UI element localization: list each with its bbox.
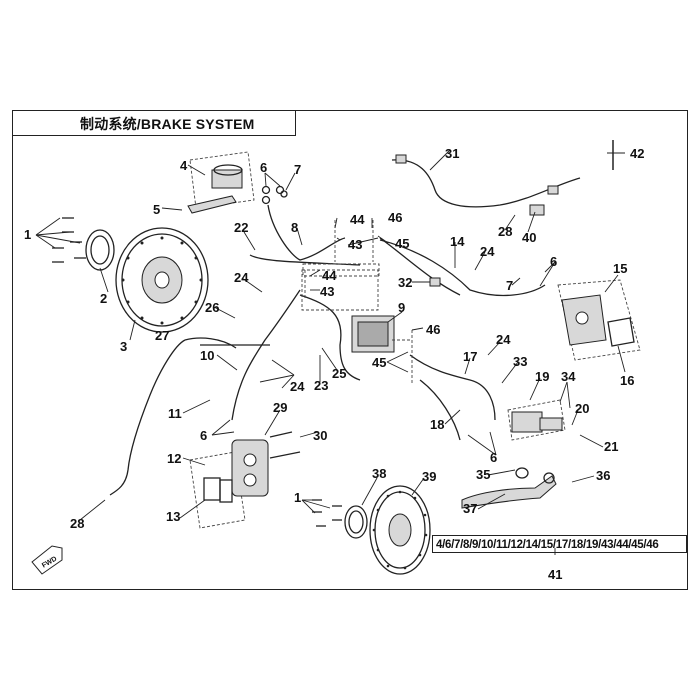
- callout-20: 20: [575, 401, 589, 416]
- banjo-fittings-top: [261, 185, 288, 205]
- callout-33: 33: [513, 354, 527, 369]
- callout-9: 9: [398, 300, 405, 315]
- callout-45b: 45: [372, 355, 386, 370]
- callout-11: 11: [168, 406, 182, 421]
- callout-21: 21: [604, 439, 618, 454]
- callout-39: 39: [422, 469, 436, 484]
- front-brake-disc-left: [115, 227, 209, 333]
- callout-1: 1: [24, 227, 31, 242]
- callout-13: 13: [166, 509, 180, 524]
- callout-40: 40: [522, 230, 536, 245]
- callout-34: 34: [561, 369, 576, 384]
- callout-41: 41: [548, 567, 562, 582]
- callout-28b: 28: [498, 224, 512, 239]
- callout-23: 23: [314, 378, 328, 393]
- callout-8: 8: [291, 220, 298, 235]
- callout-46: 46: [388, 210, 402, 225]
- callout-22: 22: [234, 220, 248, 235]
- front-disc-gasket: [85, 229, 115, 271]
- callout-37: 37: [463, 501, 477, 516]
- callout-4: 4: [180, 158, 188, 173]
- rear-brake-pedal: [461, 467, 557, 509]
- callout-numbers: 1 2 3 4 5 6 7 8 9 10 11 12 13 14 15 16 1…: [24, 146, 644, 582]
- callout-24d: 24: [496, 332, 511, 347]
- callout-32: 32: [398, 275, 412, 290]
- front-disc-bolts: [52, 217, 86, 263]
- callout-31: 31: [445, 146, 459, 161]
- callout-17: 17: [463, 349, 477, 364]
- fwd-arrow: FWD: [31, 545, 63, 575]
- kit-parts-list: 4/6/7/8/9/10/11/12/14/15/17/18/19/43/44/…: [432, 535, 687, 553]
- title-box: [12, 110, 296, 136]
- rear-master-cylinder: [507, 399, 566, 441]
- page-title: 制动系统/BRAKE SYSTEM: [80, 116, 255, 132]
- callout-3: 3: [120, 339, 127, 354]
- front-brake-caliper: [189, 431, 301, 529]
- callout-1b: 1: [294, 490, 301, 505]
- callout-6: 6: [260, 160, 267, 175]
- callout-43b: 43: [320, 284, 334, 299]
- brake-hoses: [199, 159, 581, 441]
- callout-24c: 24: [480, 244, 495, 259]
- callout-36: 36: [596, 468, 610, 483]
- callout-6d: 6: [550, 254, 557, 269]
- rear-brake-caliper: [557, 279, 641, 361]
- callout-42: 42: [630, 146, 644, 161]
- rear-brake-disc: [369, 485, 431, 575]
- callout-30: 30: [313, 428, 327, 443]
- callout-19: 19: [535, 369, 549, 384]
- callout-27: 27: [155, 328, 169, 343]
- callout-26: 26: [205, 300, 219, 315]
- long-brake-hose: [109, 337, 237, 496]
- callout-18: 18: [430, 417, 444, 432]
- callout-10: 10: [200, 348, 214, 363]
- callout-12: 12: [167, 451, 181, 466]
- leader-lines: [35, 149, 626, 555]
- callout-6b: 6: [200, 428, 207, 443]
- callout-44b: 44: [322, 268, 337, 283]
- abs-modulator: [301, 263, 395, 353]
- callout-24: 24: [234, 270, 249, 285]
- callout-46b: 46: [426, 322, 440, 337]
- diagram-frame: [12, 110, 688, 590]
- callout-45: 45: [395, 236, 409, 251]
- callout-6c: 6: [490, 450, 497, 465]
- callout-44: 44: [350, 212, 365, 227]
- callout-14: 14: [450, 234, 465, 249]
- rear-disc-gasket: [344, 505, 368, 539]
- callout-43: 43: [348, 237, 362, 252]
- callout-28: 28: [70, 516, 84, 531]
- callout-24b: 24: [290, 379, 305, 394]
- callout-35: 35: [476, 467, 490, 482]
- abs-sensor-cable: [395, 154, 559, 287]
- callout-7b: 7: [506, 278, 513, 293]
- callout-7: 7: [294, 162, 301, 177]
- callout-16: 16: [620, 373, 634, 388]
- callout-2: 2: [100, 291, 107, 306]
- callout-15: 15: [613, 261, 627, 276]
- callout-38: 38: [372, 466, 386, 481]
- callout-29: 29: [273, 400, 287, 415]
- callout-5: 5: [153, 202, 160, 217]
- front-master-cylinder: [187, 151, 255, 214]
- callout-25: 25: [332, 366, 346, 381]
